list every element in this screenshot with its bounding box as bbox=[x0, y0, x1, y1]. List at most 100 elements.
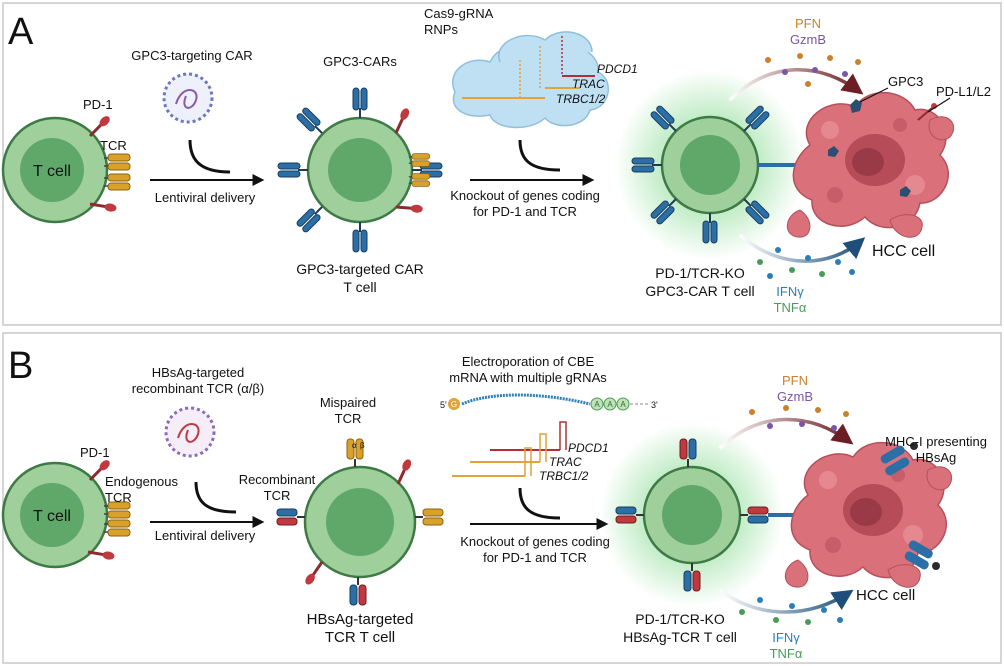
cytokine-dots-b bbox=[739, 597, 843, 625]
tcr-a1 bbox=[103, 153, 131, 171]
recombinant-tcr-1 bbox=[276, 508, 306, 526]
electro-label-1: Electroporation of CBE bbox=[462, 354, 595, 369]
gene-pdcd1-b: PDCD1 bbox=[568, 441, 609, 455]
virus-b: HBsAg-targeted recombinant TCR (α/β) Len… bbox=[132, 365, 265, 543]
virus-label-a: GPC3-targeting CAR bbox=[131, 48, 252, 63]
tcr-tcell-title-1: HBsAg-targeted bbox=[307, 611, 414, 628]
recombinant-label-2: TCR bbox=[264, 488, 291, 503]
final-tcell-a-2: GPC3-CAR T cell bbox=[645, 283, 754, 299]
ifng-label-a: IFNγ bbox=[776, 284, 804, 299]
gpc3-antigen-icon bbox=[850, 99, 862, 113]
ko-car-tcell-a: PD-1/TCR-KO GPC3-CAR T cell bbox=[615, 70, 805, 299]
hcc-label-b: HCC cell bbox=[856, 587, 915, 604]
cytotoxic-arrow-a bbox=[728, 67, 864, 102]
cap-label: G bbox=[451, 400, 457, 409]
final-tcell-b-1: PD-1/TCR-KO bbox=[635, 611, 725, 627]
ifng-label-b: IFNγ bbox=[772, 630, 800, 645]
pd1-label-a: PD-1 bbox=[83, 97, 113, 112]
polya-2: A bbox=[607, 400, 613, 409]
car-receptor-1 bbox=[352, 87, 368, 119]
endogenous-label-1: Endogenous bbox=[105, 474, 179, 489]
tcr-tcell-title-2: TCR T cell bbox=[325, 629, 395, 646]
gzmb-label-b: GzmB bbox=[777, 389, 813, 404]
car-receptor-5 bbox=[352, 221, 368, 253]
mhc-label-1: MHC-I presenting bbox=[885, 434, 987, 449]
three-prime-label: 3' bbox=[651, 400, 658, 410]
gene-trbc-b: TRBC1/2 bbox=[539, 469, 589, 483]
granule-dots-a bbox=[765, 53, 861, 87]
mrna-cap-icon bbox=[448, 398, 460, 410]
knockout-label-b2: for PD-1 and TCR bbox=[483, 550, 587, 565]
mispaired-label-2: TCR bbox=[335, 411, 362, 426]
mhc-label-2: HBsAg bbox=[916, 450, 956, 465]
hcc-cell-a: GPC3 PD-L1/L2 HCC cell bbox=[786, 74, 991, 260]
rnp-label-1: Cas9-gRNA bbox=[424, 6, 494, 21]
virus-label-b1: HBsAg-targeted bbox=[152, 365, 245, 380]
car-receptor-3 bbox=[277, 162, 309, 178]
pdl1-label: PD-L1/L2 bbox=[936, 84, 991, 99]
endogenous-tcr-b3 bbox=[414, 508, 444, 526]
panel-b-border bbox=[2, 332, 1002, 664]
cytokine-arrow-b bbox=[718, 588, 854, 614]
pd1-label-b: PD-1 bbox=[80, 445, 110, 460]
virus-label-b2: recombinant TCR (α/β) bbox=[132, 381, 265, 396]
polya-1: A bbox=[594, 400, 600, 409]
final-tcell-a-1: PD-1/TCR-KO bbox=[655, 265, 745, 281]
knockout-label-a1: Knockout of genes coding bbox=[450, 188, 600, 203]
final-tcell-b-2: HBsAg-TCR T cell bbox=[623, 629, 737, 645]
tnfa-label-a: TNFα bbox=[774, 300, 807, 315]
ko-tcr-tcell-b: PD-1/TCR-KO HBsAg-TCR T cell bbox=[600, 423, 800, 645]
knockout-step-b: Knockout of genes coding for PD-1 and TC… bbox=[460, 487, 610, 565]
cytotoxic-arrow-b bbox=[718, 417, 854, 450]
polya-3: A bbox=[620, 400, 626, 409]
mhc-complex-icon bbox=[880, 442, 918, 476]
car-tcell-a: GPC3-CARs GPC3-targeted CAR T cell bbox=[277, 54, 443, 295]
hcc-label-a: HCC cell bbox=[872, 243, 935, 260]
knockout-label-b1: Knockout of genes coding bbox=[460, 534, 610, 549]
gene-trac-b: TRAC bbox=[549, 455, 582, 469]
tnfa-label-b: TNFα bbox=[770, 646, 803, 661]
rnp-complex-a: Cas9-gRNA RNPs PDCD1 TRAC TRBC1/2 bbox=[424, 6, 638, 129]
tcr-b2 bbox=[103, 519, 131, 537]
lentivirus-icon-b bbox=[164, 406, 216, 458]
gene-trbc-a: TRBC1/2 bbox=[556, 92, 606, 106]
gpc3-label: GPC3 bbox=[888, 74, 923, 89]
panel-a-letter: A bbox=[8, 11, 34, 53]
electro-label-2: mRNA with multiple gRNAs bbox=[449, 370, 607, 385]
granule-dots-b bbox=[749, 405, 849, 431]
pdl1-ligand-icon bbox=[917, 107, 933, 121]
car-tcell-title-1: GPC3-targeted CAR bbox=[296, 261, 424, 277]
tumor-cell-icon-a bbox=[786, 91, 955, 239]
recombinant-tcell-b: Mispaired TCR Recombinant TCR HBsAg-targ… bbox=[239, 395, 444, 646]
gene-pdcd1-a: PDCD1 bbox=[597, 62, 638, 76]
viral-rna-icon-b bbox=[177, 423, 200, 443]
tcr-label-a: TCR bbox=[100, 138, 127, 153]
alpha-label: α bbox=[352, 441, 357, 450]
mrna-strand bbox=[461, 393, 591, 406]
delivery-arrow-curve-b bbox=[194, 481, 237, 514]
pd1-receptor-b4 bbox=[297, 560, 330, 590]
gzmb-label-a: GzmB bbox=[790, 32, 826, 47]
delivery-arrow-curve-a bbox=[188, 139, 231, 174]
tcell-b-label: T cell bbox=[33, 508, 71, 525]
car-tcell-title-2: T cell bbox=[343, 279, 376, 295]
mhc-complex-icon-2 bbox=[904, 540, 940, 570]
mispaired-label-1: Mispaired bbox=[320, 395, 376, 410]
cars-label: GPC3-CARs bbox=[323, 54, 397, 69]
tcell-b: T cell PD-1 Endogenous TCR bbox=[1, 445, 179, 571]
recombinant-label-1: Recombinant bbox=[239, 472, 316, 487]
pfn-label-b: PFN bbox=[782, 373, 808, 388]
lentivirus-icon-a bbox=[162, 72, 214, 124]
panel-b: B T cell PD-1 Endogenous TCR HBsAg-targe… bbox=[1, 332, 1002, 664]
gene-trac-a: TRAC bbox=[572, 77, 605, 91]
delivery-label-b: Lentiviral delivery bbox=[155, 528, 256, 543]
knockout-step-a: Knockout of genes coding for PD-1 and TC… bbox=[450, 139, 600, 219]
tcell-a-label: T cell bbox=[33, 163, 71, 180]
recombinant-tcr-2 bbox=[349, 576, 367, 606]
panel-a: A T cell PD-1 TCR GPC3-targeting CAR Len… bbox=[1, 2, 1002, 326]
effector-arcs-b: PFN GzmB IFNγ TNFα bbox=[718, 373, 854, 661]
rnp-label-2: RNPs bbox=[424, 22, 458, 37]
cytokine-dots-a bbox=[757, 247, 855, 279]
hcc-cell-b: MHC-I presenting HBsAg HCC cell bbox=[784, 434, 987, 604]
five-prime-label: 5' bbox=[440, 400, 447, 410]
